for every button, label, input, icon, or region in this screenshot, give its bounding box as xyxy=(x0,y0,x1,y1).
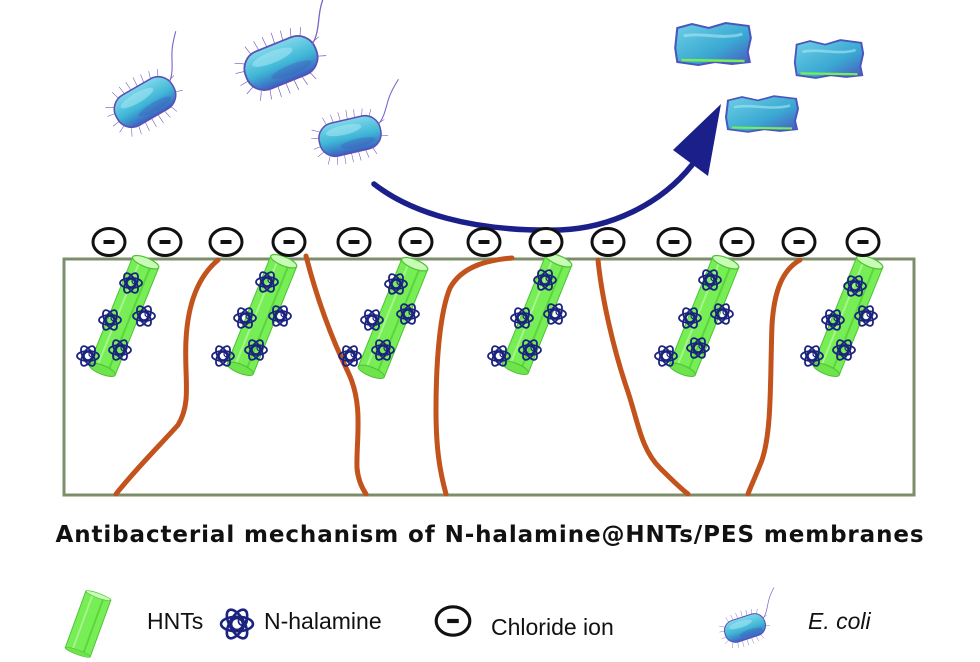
legend-chloride-symbol xyxy=(434,605,472,637)
ecoli-bacterium xyxy=(217,0,361,111)
dead-bacteria-fragment xyxy=(793,38,865,80)
legend-nhalamine-label: N-halamine xyxy=(264,608,382,634)
legend-hnt-symbol xyxy=(63,588,113,660)
legend-ecoli-symbol xyxy=(711,586,789,654)
legend-nhalamine-symbol xyxy=(219,605,255,643)
legend-hnts-label: HNTs xyxy=(147,608,204,634)
dead-bacteria-fragment xyxy=(724,94,800,134)
dead-bacteria-fragment xyxy=(673,21,753,67)
pes-membrane xyxy=(62,257,916,497)
ecoli-bacterium xyxy=(86,30,214,147)
chloride-ions xyxy=(91,227,881,257)
polymer-chains xyxy=(113,253,803,497)
legend-chloride-label: Chloride ion xyxy=(491,614,614,640)
kill-arrow xyxy=(371,104,721,233)
legend-ecoli-label: E. coli xyxy=(808,608,871,634)
diagram-caption: Antibacterial mechanism of N-halamine@HN… xyxy=(55,522,925,548)
ecoli-bacterium xyxy=(301,78,416,172)
